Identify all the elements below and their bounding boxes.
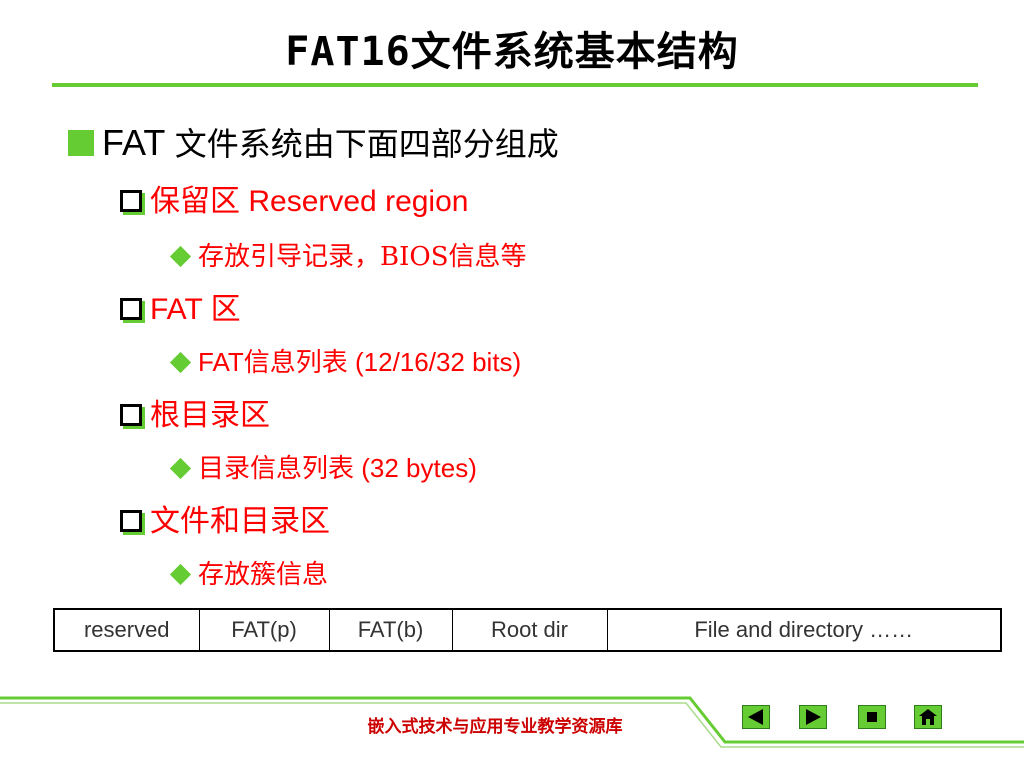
previous-button[interactable] xyxy=(742,705,770,729)
table-row: reserved FAT(p) FAT(b) Root dir File and… xyxy=(53,608,1002,652)
outline-latin: FAT xyxy=(102,122,165,163)
outline-subitem-rootdir: 目录信息列表 (32 bytes) xyxy=(169,448,477,488)
outline-subitem-filedir: 存放簇信息 xyxy=(169,554,329,594)
rootdir-detail-paren: (32 bytes) xyxy=(361,453,477,483)
footer-title: 嵌入式技术与应用专业教学资源库 xyxy=(367,717,623,737)
diamond-bullet-icon xyxy=(169,457,192,479)
next-icon xyxy=(806,709,821,725)
outline-subitem-fat: FAT信息列表 (12/16/32 bits) xyxy=(169,342,522,382)
fat16-layout-table: reserved FAT(p) FAT(b) Root dir File and… xyxy=(53,608,1002,652)
fat-latin: FAT xyxy=(150,293,203,326)
home-button[interactable] xyxy=(914,705,942,729)
table-cell-reserved: reserved xyxy=(53,608,200,652)
hollow-square-bullet-icon xyxy=(120,404,142,427)
outline-item-fat: FAT 区 xyxy=(120,288,241,332)
hollow-square-bullet-icon xyxy=(120,510,142,533)
filedir-detail: 存放簇信息 xyxy=(198,560,329,590)
diamond-bullet-icon xyxy=(169,351,192,373)
rootdir-detail-cjk: 目录信息列表 xyxy=(198,454,355,484)
outline-item-fat-composition: FAT 文件系统由下面四部分组成 xyxy=(68,118,559,168)
table-cell-file-and-directory: File and directory …… xyxy=(606,608,1002,652)
fat-detail-cjk: 信息列表 xyxy=(243,348,348,378)
previous-icon xyxy=(748,709,763,725)
outline-item-rootdir: 根目录区 xyxy=(120,394,270,438)
fat-detail-latin: FAT xyxy=(198,347,244,377)
outline-item-reserved: 保留区 Reserved region xyxy=(120,180,468,224)
fat-detail-paren: (12/16/32 bits) xyxy=(355,347,522,377)
table-cell-root-dir: Root dir xyxy=(451,608,608,652)
home-icon xyxy=(919,709,937,725)
square-bullet-icon xyxy=(68,130,94,157)
outline-cjk: 文件系统由下面四部分组成 xyxy=(174,125,559,163)
hollow-square-bullet-icon xyxy=(120,190,142,213)
outline-subitem-reserved: 存放引导记录，BIOS信息等 xyxy=(169,236,527,276)
reserved-detail: 存放引导记录，BIOS信息等 xyxy=(198,242,527,272)
stop-icon xyxy=(867,712,877,722)
footer-decoration xyxy=(0,696,1024,748)
rootdir-cjk: 根目录区 xyxy=(150,398,270,433)
table-cell-fat-backup: FAT(b) xyxy=(328,608,453,652)
stop-button[interactable] xyxy=(858,705,886,729)
table-cell-fat-primary: FAT(p) xyxy=(198,608,330,652)
filedir-cjk: 文件和目录区 xyxy=(150,504,330,539)
slide-title: FAT16文件系统基本结构 xyxy=(285,29,739,75)
title-rule xyxy=(52,83,978,87)
hollow-square-bullet-icon xyxy=(120,298,142,321)
reserved-latin: Reserved region xyxy=(248,185,469,218)
next-button[interactable] xyxy=(799,705,827,729)
reserved-cjk: 保留区 xyxy=(150,184,240,219)
fat-cjk: 区 xyxy=(210,292,241,327)
diamond-bullet-icon xyxy=(169,563,192,585)
outline-item-filedir: 文件和目录区 xyxy=(120,500,330,544)
diamond-bullet-icon xyxy=(169,245,192,267)
